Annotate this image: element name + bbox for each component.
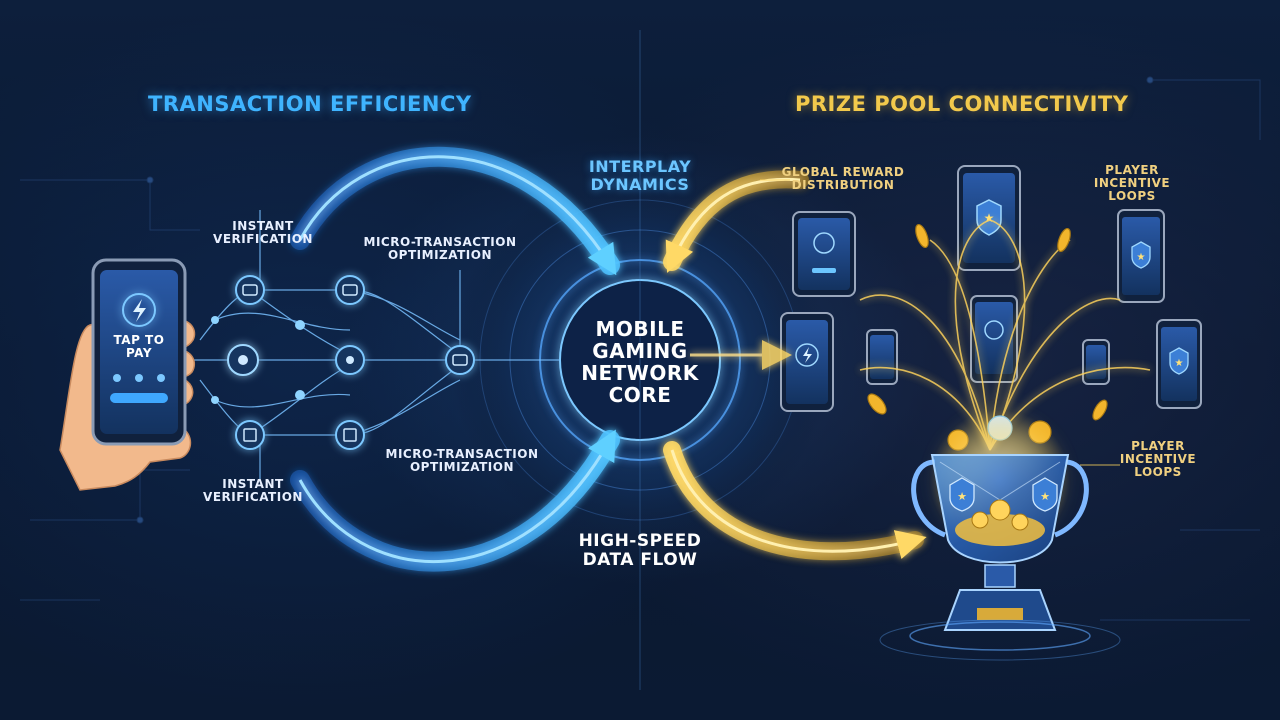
micro-transaction-top-label: MICRO-TRANSACTION OPTIMIZATION — [363, 235, 517, 263]
lightning-icon — [133, 299, 146, 322]
svg-text:★: ★ — [984, 211, 995, 225]
high-speed-data-flow-label: HIGH-SPEED DATA FLOW — [578, 531, 702, 570]
left-section-title: TRANSACTION EFFICIENCY — [148, 92, 472, 116]
svg-text:★: ★ — [957, 490, 967, 503]
svg-text:★: ★ — [1175, 358, 1184, 369]
player-incentive-loops-top-label: PLAYER INCENTIVE LOOPS — [1093, 163, 1171, 204]
interplay-dynamics-label: INTERPLAY DYNAMICS — [588, 157, 692, 194]
circuit-background — [20, 76, 1261, 621]
core-rings — [450, 30, 830, 690]
player-incentive-loops-mid-label: PLAYER INCENTIVE LOOPS — [1119, 439, 1197, 480]
verification-nodes — [211, 275, 475, 450]
svg-text:★: ★ — [1040, 490, 1050, 503]
tap-to-pay-label: TAP TO PAY — [113, 333, 165, 361]
instant-verification-bottom-label: INSTANT VERIFICATION — [203, 477, 303, 505]
instant-verification-top-label: INSTANT VERIFICATION — [213, 219, 313, 247]
trophy-icon: ★ ★ — [879, 410, 1121, 661]
global-reward-distribution-label: GLOBAL REWARD DISTRIBUTION — [781, 165, 905, 193]
payment-phone — [91, 258, 187, 446]
micro-transaction-bottom-label: MICRO-TRANSACTION OPTIMIZATION — [385, 447, 539, 475]
label-pointers — [760, 179, 1120, 466]
blue-flow-arcs — [290, 146, 620, 572]
reward-phones: ★ ★ ★ — [780, 165, 1202, 412]
network-core-label: MOBILE GAMING NETWORK CORE — [581, 317, 699, 407]
right-section-title: PRIZE POOL CONNECTIVITY — [795, 92, 1129, 116]
svg-text:★: ★ — [1137, 252, 1146, 263]
